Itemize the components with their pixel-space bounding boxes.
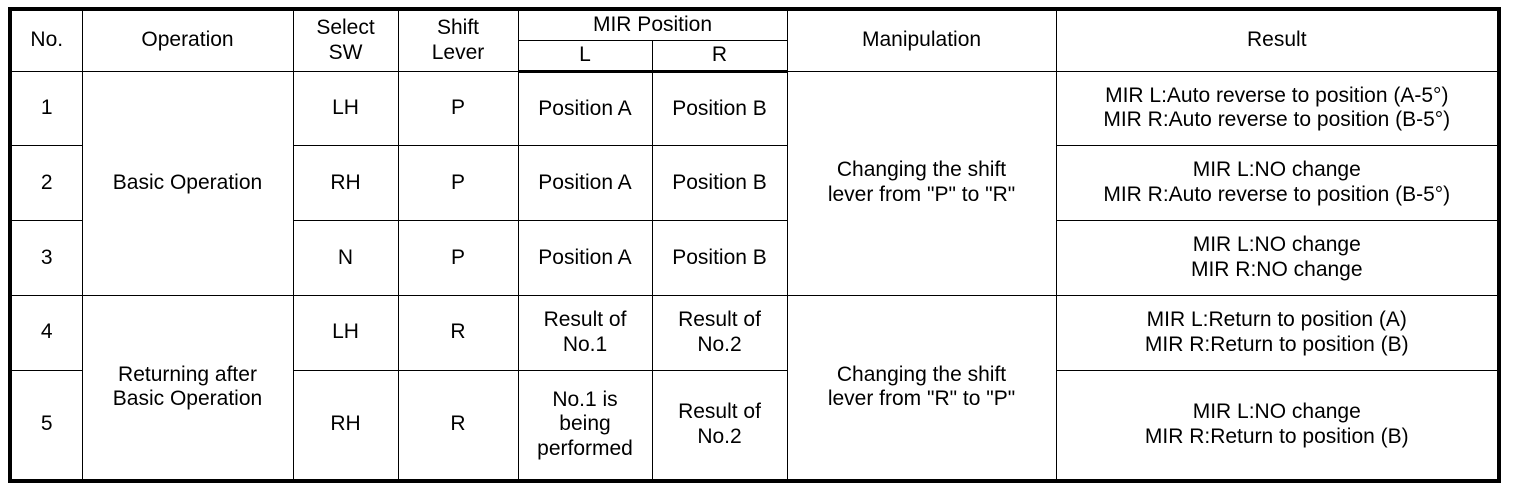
table-row: 5 RH R No.1 is being performed Result of… [9,369,1500,482]
header-mir-l: L [517,39,653,73]
cell-no: 2 [9,145,83,222]
cell-mir-l: Result of No.1 [517,294,653,371]
cell-result: MIR L:Return to position (A) MIR R:Retur… [1055,294,1500,371]
cell-result: MIR L:NO change MIR R:Return to position… [1055,369,1500,482]
cell-mir-l: Position A [517,70,653,147]
header-manipulation: Manipulation [786,8,1057,72]
table-row: 4 Returning after Basic Operation LH R R… [9,294,1500,482]
spec-table-container: No. Operation Select SW Shift Lever MIR … [8,7,1502,483]
mir-operation-table: No. Operation Select SW Shift Lever MIR … [8,7,1502,483]
header-mir-position: MIR Position [517,8,788,41]
cell-result: MIR L:NO change MIR R:Auto reverse to po… [1055,145,1500,222]
cell-result: MIR L:Auto reverse to position (A-5°) MI… [1055,70,1500,147]
cell-mir-r: Position B [651,220,788,296]
cell-shift-lever: P [397,145,519,222]
cell-shift-lever: R [397,294,519,371]
table-header: No. Operation Select SW Shift Lever MIR … [9,8,1500,73]
table-row: 1 Basic Operation LH P Position A Positi… [9,70,1500,296]
cell-mir-l: No.1 is being performed [517,369,653,482]
cell-select-sw: RH [292,369,399,482]
cell-select-sw: LH [292,294,399,371]
cell-shift-lever: P [397,220,519,296]
cell-no: 5 [9,369,83,482]
header-mir-r: R [651,39,788,73]
header-no: No. [9,8,83,72]
cell-shift-lever: R [397,369,519,482]
cell-select-sw: LH [292,70,399,147]
cell-mir-r: Result of No.2 [651,369,788,482]
header-row-sub: L R [10,39,1499,73]
cell-operation: Basic Operation [81,70,294,296]
cell-mir-l: Position A [517,220,653,296]
table-body: 1 Basic Operation LH P Position A Positi… [9,70,1500,482]
cell-shift-lever: P [397,70,519,147]
header-result: Result [1055,8,1500,72]
cell-no: 3 [9,220,83,296]
cell-operation: Returning after Basic Operation [81,294,294,482]
cell-select-sw: RH [292,145,399,222]
cell-mir-l: Position A [517,145,653,222]
header-shift-lever: Shift Lever [397,8,519,72]
cell-mir-r: Position B [651,70,788,147]
header-select-sw: Select SW [292,8,399,72]
cell-mir-r: Result of No.2 [651,294,788,371]
cell-no: 1 [9,70,83,147]
cell-manipulation: Changing the shift lever from "R" to "P" [786,294,1057,482]
cell-mir-r: Position B [651,145,788,222]
table-row: 2 RH P Position A Position B MIR L:NO ch… [9,145,1500,222]
header-operation: Operation [81,8,294,72]
table-row: 3 N P Position A Position B MIR L:NO cha… [9,220,1500,296]
cell-no: 4 [9,294,83,371]
cell-select-sw: N [292,220,399,296]
cell-manipulation: Changing the shift lever from "P" to "R" [786,70,1057,296]
header-row-top: No. Operation Select SW Shift Lever MIR … [9,8,1500,72]
cell-result: MIR L:NO change MIR R:NO change [1055,220,1500,296]
